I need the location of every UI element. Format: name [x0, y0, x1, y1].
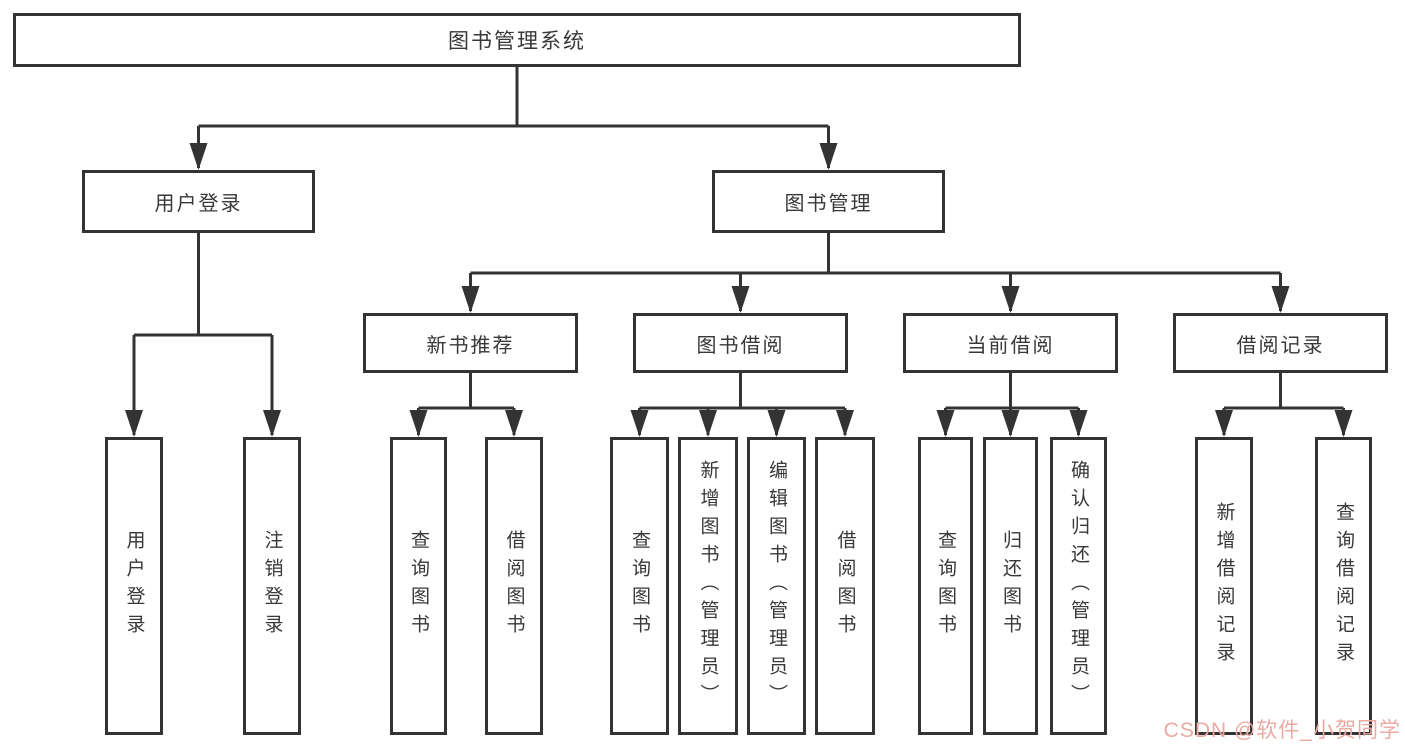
node-user-login-label: 用户登录	[154, 193, 243, 215]
leaf-label: 编辑图书（管理员）	[766, 460, 787, 712]
leaf-query-borrow-record: 查询借阅记录	[1315, 437, 1372, 735]
leaf-query-book-recommend: 查询图书	[390, 437, 447, 735]
leaf-label: 借阅图书	[503, 530, 525, 642]
leaf-add-book-admin: 新增图书（管理员）	[678, 437, 738, 735]
leaf-user-login: 用户登录	[105, 437, 163, 735]
node-root-label: 图书管理系统	[448, 30, 586, 53]
node-book-management-label: 图书管理	[784, 193, 873, 215]
node-new-book-recommend: 新书推荐	[363, 313, 578, 373]
leaf-borrow-book-recommend: 借阅图书	[485, 437, 543, 735]
leaf-label: 确认归还（管理员）	[1068, 460, 1089, 712]
leaf-confirm-return-admin: 确认归还（管理员）	[1050, 437, 1107, 735]
node-book-borrow-label: 图书借阅	[696, 334, 785, 357]
leaf-label: 用户登录	[123, 530, 145, 642]
leaf-add-borrow-record: 新增借阅记录	[1195, 437, 1253, 735]
node-current-borrow-label: 当前借阅	[966, 334, 1055, 357]
leaf-edit-book-admin: 编辑图书（管理员）	[747, 437, 806, 735]
leaf-label: 查询图书	[408, 530, 429, 642]
leaf-label: 借阅图书	[834, 530, 856, 642]
leaf-label: 查询图书	[629, 530, 650, 642]
node-borrow-record: 借阅记录	[1173, 313, 1388, 373]
node-book-management: 图书管理	[712, 170, 945, 233]
leaf-label: 归还图书	[1000, 530, 1021, 642]
leaf-borrow-book: 借阅图书	[815, 437, 875, 735]
node-current-borrow: 当前借阅	[903, 313, 1118, 373]
leaf-label: 新增图书（管理员）	[697, 460, 719, 712]
leaf-label: 查询图书	[935, 530, 956, 642]
node-new-book-recommend-label: 新书推荐	[426, 334, 515, 357]
node-book-borrow: 图书借阅	[633, 313, 848, 373]
leaf-return-book: 归还图书	[983, 437, 1038, 735]
node-root: 图书管理系统	[13, 13, 1021, 67]
leaf-query-book-borrow: 查询图书	[610, 437, 669, 735]
leaf-query-book-current: 查询图书	[918, 437, 973, 735]
arrowheads	[125, 143, 1353, 437]
leaf-logout: 注销登录	[243, 437, 301, 735]
leaf-label: 注销登录	[261, 530, 283, 642]
node-borrow-record-label: 借阅记录	[1236, 334, 1325, 357]
leaf-label: 查询借阅记录	[1333, 502, 1354, 670]
csdn-watermark: CSDN @软件_小贺同学	[1163, 719, 1401, 742]
leaf-label: 新增借阅记录	[1213, 502, 1235, 670]
node-user-login: 用户登录	[82, 170, 315, 233]
